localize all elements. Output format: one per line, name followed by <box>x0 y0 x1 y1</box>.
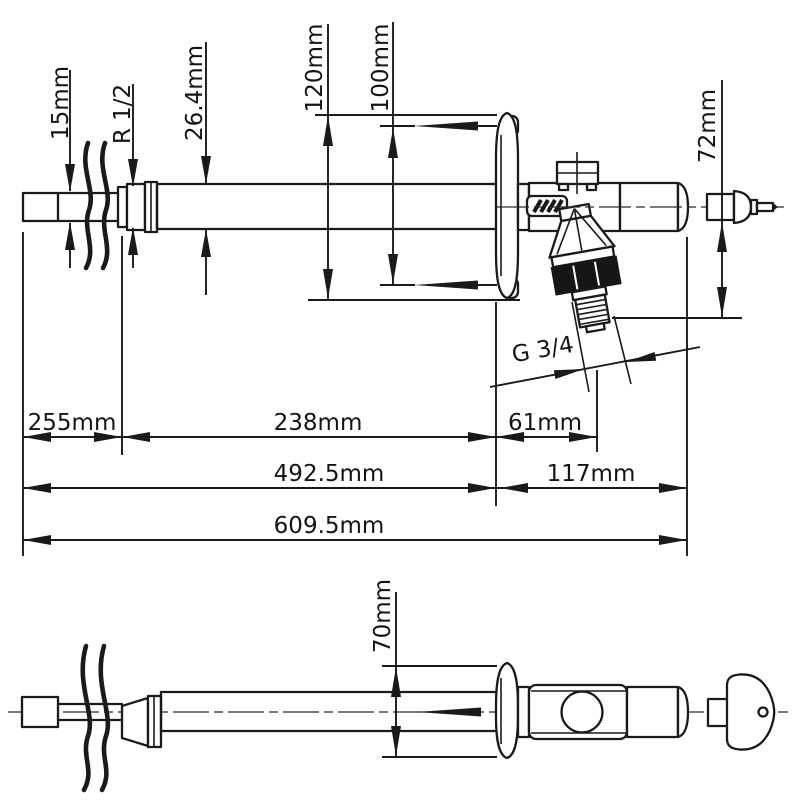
inlet-connector-top <box>120 694 163 749</box>
dim-label-6095mm: 609.5mm <box>274 513 385 539</box>
spout-outlet-circle <box>560 690 604 734</box>
extension-lines <box>22 232 688 556</box>
dim-holes-100mm: 100mm <box>368 22 497 290</box>
dim-label-255mm: 255mm <box>28 410 117 436</box>
dim-label-264mm: 26.4mm <box>182 45 208 141</box>
faucet-body-top <box>516 683 690 741</box>
dim-label-238mm: 238mm <box>274 410 363 436</box>
dim-row-wall-split: 492.5mm 117mm <box>23 461 687 493</box>
handle-spindle <box>705 189 778 225</box>
dim-label-100mm: 100mm <box>368 24 394 113</box>
dim-flange-120mm: 120mm <box>302 24 520 301</box>
pipe-break-symbol <box>83 140 110 271</box>
wall-flange-top <box>494 661 520 760</box>
top-knob <box>555 152 600 194</box>
dim-outlet-72mm: 72mm <box>612 80 742 319</box>
dim-label-15mm: 15mm <box>48 66 74 140</box>
valve-rod-pointer <box>417 707 481 717</box>
dim-label-120mm: 120mm <box>302 24 328 113</box>
dim-label-g34: G 3/4 <box>510 332 576 368</box>
dim-row-total: 609.5mm <box>23 513 687 545</box>
label-plate <box>525 194 569 218</box>
dim-pipe-end-15mm: 15mm <box>48 66 75 268</box>
dim-label-72mm: 72mm <box>695 89 721 163</box>
dim-flange-70mm: 70mm <box>370 579 497 758</box>
frost-free-tube <box>155 182 499 231</box>
top-view: 70mm <box>8 579 788 793</box>
dim-label-r12: R 1/2 <box>110 84 136 144</box>
pipe-break-symbol-top <box>80 643 111 793</box>
dim-tube-264mm: 26.4mm <box>182 42 211 295</box>
supply-pipe-end-top <box>20 695 124 729</box>
dim-label-70mm: 70mm <box>370 579 396 653</box>
dim-label-61mm: 61mm <box>508 410 582 436</box>
hose-thread-nipple <box>574 293 611 334</box>
frost-free-tube-top <box>159 690 499 733</box>
dim-label-117mm: 117mm <box>547 461 636 487</box>
handle-top <box>706 673 776 751</box>
spout-assembly <box>548 202 622 334</box>
dim-row-segments: 255mm 238mm 61mm <box>23 410 597 442</box>
faucet-body <box>516 152 690 233</box>
dim-inlet-thread-r12: R 1/2 <box>110 84 138 268</box>
dim-label-4925mm: 492.5mm <box>274 461 385 487</box>
side-view: 15mm R 1/2 26.4mm 120mm <box>21 22 788 556</box>
wall-flange <box>494 111 520 300</box>
inlet-connector <box>116 180 159 234</box>
